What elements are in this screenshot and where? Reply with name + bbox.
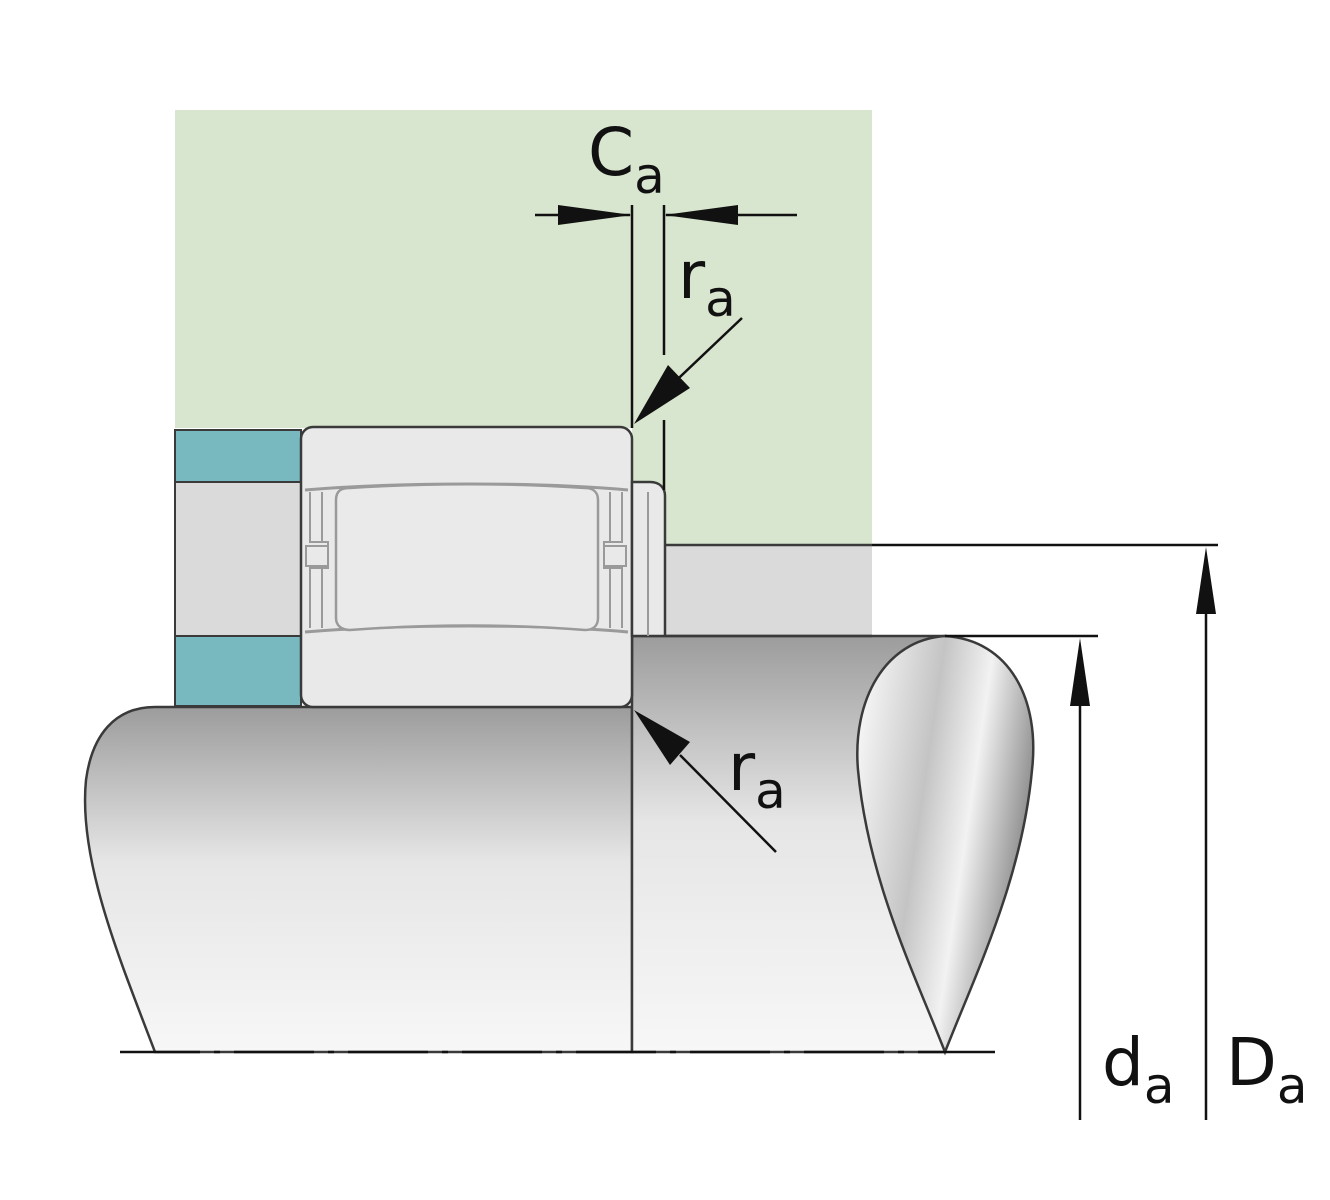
da-label: da xyxy=(1102,1024,1175,1115)
ca-dimension xyxy=(535,205,797,490)
ra-top-label: ra xyxy=(678,237,736,328)
bearing-cage xyxy=(305,492,627,628)
housing-spacer-ring xyxy=(665,545,872,635)
ra-bottom-leader xyxy=(634,710,777,853)
ca-label: Ca xyxy=(588,114,665,205)
ra-bottom-label: ra xyxy=(728,729,786,820)
seal-top xyxy=(174,429,302,483)
Da-label: Da xyxy=(1226,1024,1307,1115)
shaft-left-section xyxy=(83,705,634,1054)
Da-dimension xyxy=(872,543,1218,1120)
seal-bottom xyxy=(174,635,302,707)
left-spacer xyxy=(174,481,302,637)
cylindrical-roller xyxy=(334,483,600,632)
da-dimension xyxy=(945,634,1098,1120)
ra-top-leader xyxy=(634,317,743,424)
